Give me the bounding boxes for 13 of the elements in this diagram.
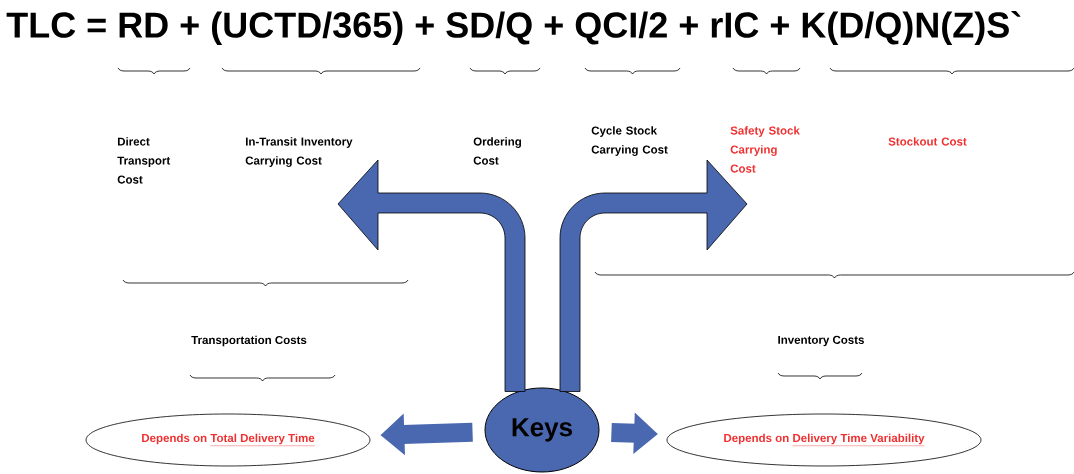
cost-label: Safety Stock Carrying Cost — [730, 126, 800, 173]
curved-block-arrow — [559, 159, 748, 392]
formula-title: TLC = RD + (UCTD/365) + SD/Q + QCI/2 + rIC + K(D/Q)N(Z)S` — [6, 11, 1021, 45]
curved-block-arrow — [337, 159, 526, 392]
cost-label: Cycle Stock Carrying Cost — [591, 126, 668, 156]
cost-label: In-Transit Inventory Carrying Cost — [245, 137, 353, 167]
oval: Depends on Total Delivery Time — [85, 413, 371, 467]
group-label: Transportation Costs — [191, 335, 307, 347]
cost-label: Stockout Cost — [888, 137, 967, 146]
group-label: Inventory Costs — [778, 335, 864, 347]
cost-label: Direct Transport Cost — [117, 137, 171, 184]
cost-label: Ordering Cost — [473, 137, 521, 165]
oval: Depends on Delivery Time Variability — [666, 413, 982, 467]
